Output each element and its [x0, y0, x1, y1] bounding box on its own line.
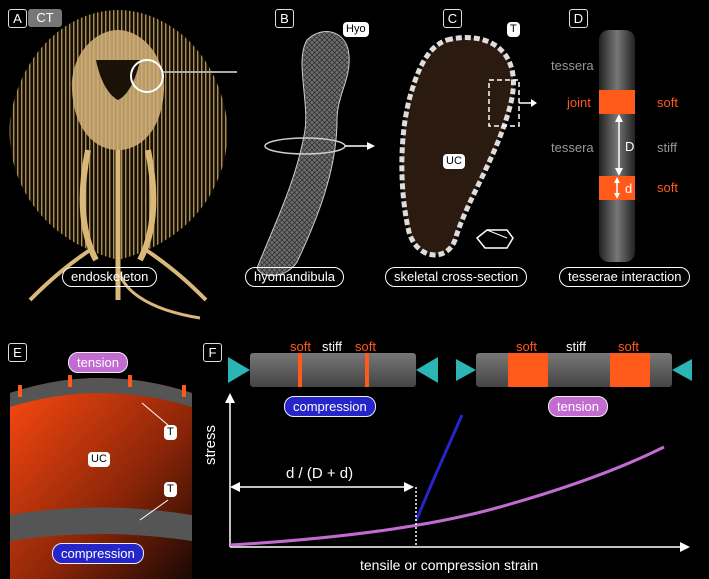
tesserae-column — [599, 30, 635, 262]
dim-D-label: D — [625, 139, 635, 154]
panel-f-label: F — [203, 343, 222, 362]
panel-a-label: A — [8, 9, 27, 28]
graph-y-label: stress — [202, 424, 219, 465]
compression-bar-caption: compression — [284, 396, 376, 417]
graph-annotation: d / (D + d) — [286, 465, 354, 482]
tension-curve — [229, 445, 665, 547]
t-tag: T — [507, 22, 520, 37]
compression-bar-stiff: stiff — [322, 339, 342, 354]
tension-bar-stiff: stiff — [566, 339, 586, 354]
tension-arrows-icon — [456, 359, 692, 381]
uc-tag: UC — [443, 154, 465, 169]
compression-bar-soft-right: soft — [355, 339, 376, 354]
tesserae-dimension-arrows — [614, 114, 623, 199]
panel-b: B Hyo hyomandibula — [237, 0, 377, 300]
hyomandibula-caption: hyomandibula — [245, 267, 344, 287]
panel-c-label: C — [443, 9, 462, 28]
t-tag-e-top: T — [164, 425, 177, 440]
cross-section-caption: skeletal cross-section — [385, 267, 528, 287]
uc-tag-e: UC — [88, 452, 110, 467]
compression-badge: compression — [52, 543, 144, 564]
tension-bar-joint-1 — [508, 353, 548, 387]
hyo-tag: Hyo — [343, 22, 369, 37]
ray-endoskeleton-illustration — [9, 10, 237, 320]
panel-a: A CT endoskeleton — [0, 0, 237, 330]
panel-e: E tension UC T T compression — [0, 335, 200, 579]
compression-bar-soft-left: soft — [290, 339, 311, 354]
panel-b-label: B — [275, 9, 294, 28]
compression-bar — [250, 353, 416, 387]
endoskeleton-caption: endoskeleton — [62, 267, 158, 287]
panel-e-label: E — [8, 343, 27, 362]
compression-arrows-icon — [228, 357, 438, 383]
hyomandibula-illustration — [256, 31, 375, 277]
ct-label: CT — [28, 9, 62, 27]
panel-d-label: D — [569, 9, 588, 28]
panel-d: D tessera joint tessera soft stiff soft … — [537, 0, 709, 300]
tessera-label-top: tessera — [551, 58, 594, 73]
tesserae-interaction-caption: tesserae interaction — [559, 267, 691, 287]
panel-f: F soft stiff soft compression soft stiff… — [200, 335, 709, 579]
joint-soft-band-1 — [599, 90, 635, 114]
soft-label-top: soft — [657, 95, 678, 110]
compression-bar-joint-2 — [365, 353, 369, 387]
tension-bar-soft-left: soft — [516, 339, 537, 354]
tension-bar-soft-right: soft — [618, 339, 639, 354]
joint-label: joint — [567, 95, 591, 110]
compression-bar-joint-1 — [298, 353, 302, 387]
cross-section-illustration — [399, 35, 537, 258]
graph-x-label: tensile or compression strain — [360, 557, 539, 573]
tension-bar-joint-2 — [610, 353, 650, 387]
bending-section-illustration — [10, 375, 192, 579]
soft-label-bottom: soft — [657, 180, 678, 195]
tension-badge: tension — [68, 352, 128, 373]
panel-f-graphics — [225, 357, 692, 552]
compression-curve — [414, 414, 464, 522]
dim-d-label: d — [625, 181, 633, 196]
t-tag-e-bottom: T — [164, 482, 177, 497]
tension-bar-caption: tension — [548, 396, 608, 417]
tessera-label-bottom: tessera — [551, 140, 594, 155]
stiff-label: stiff — [657, 140, 677, 155]
panel-c: C T UC skeletal cross-section — [377, 0, 537, 300]
